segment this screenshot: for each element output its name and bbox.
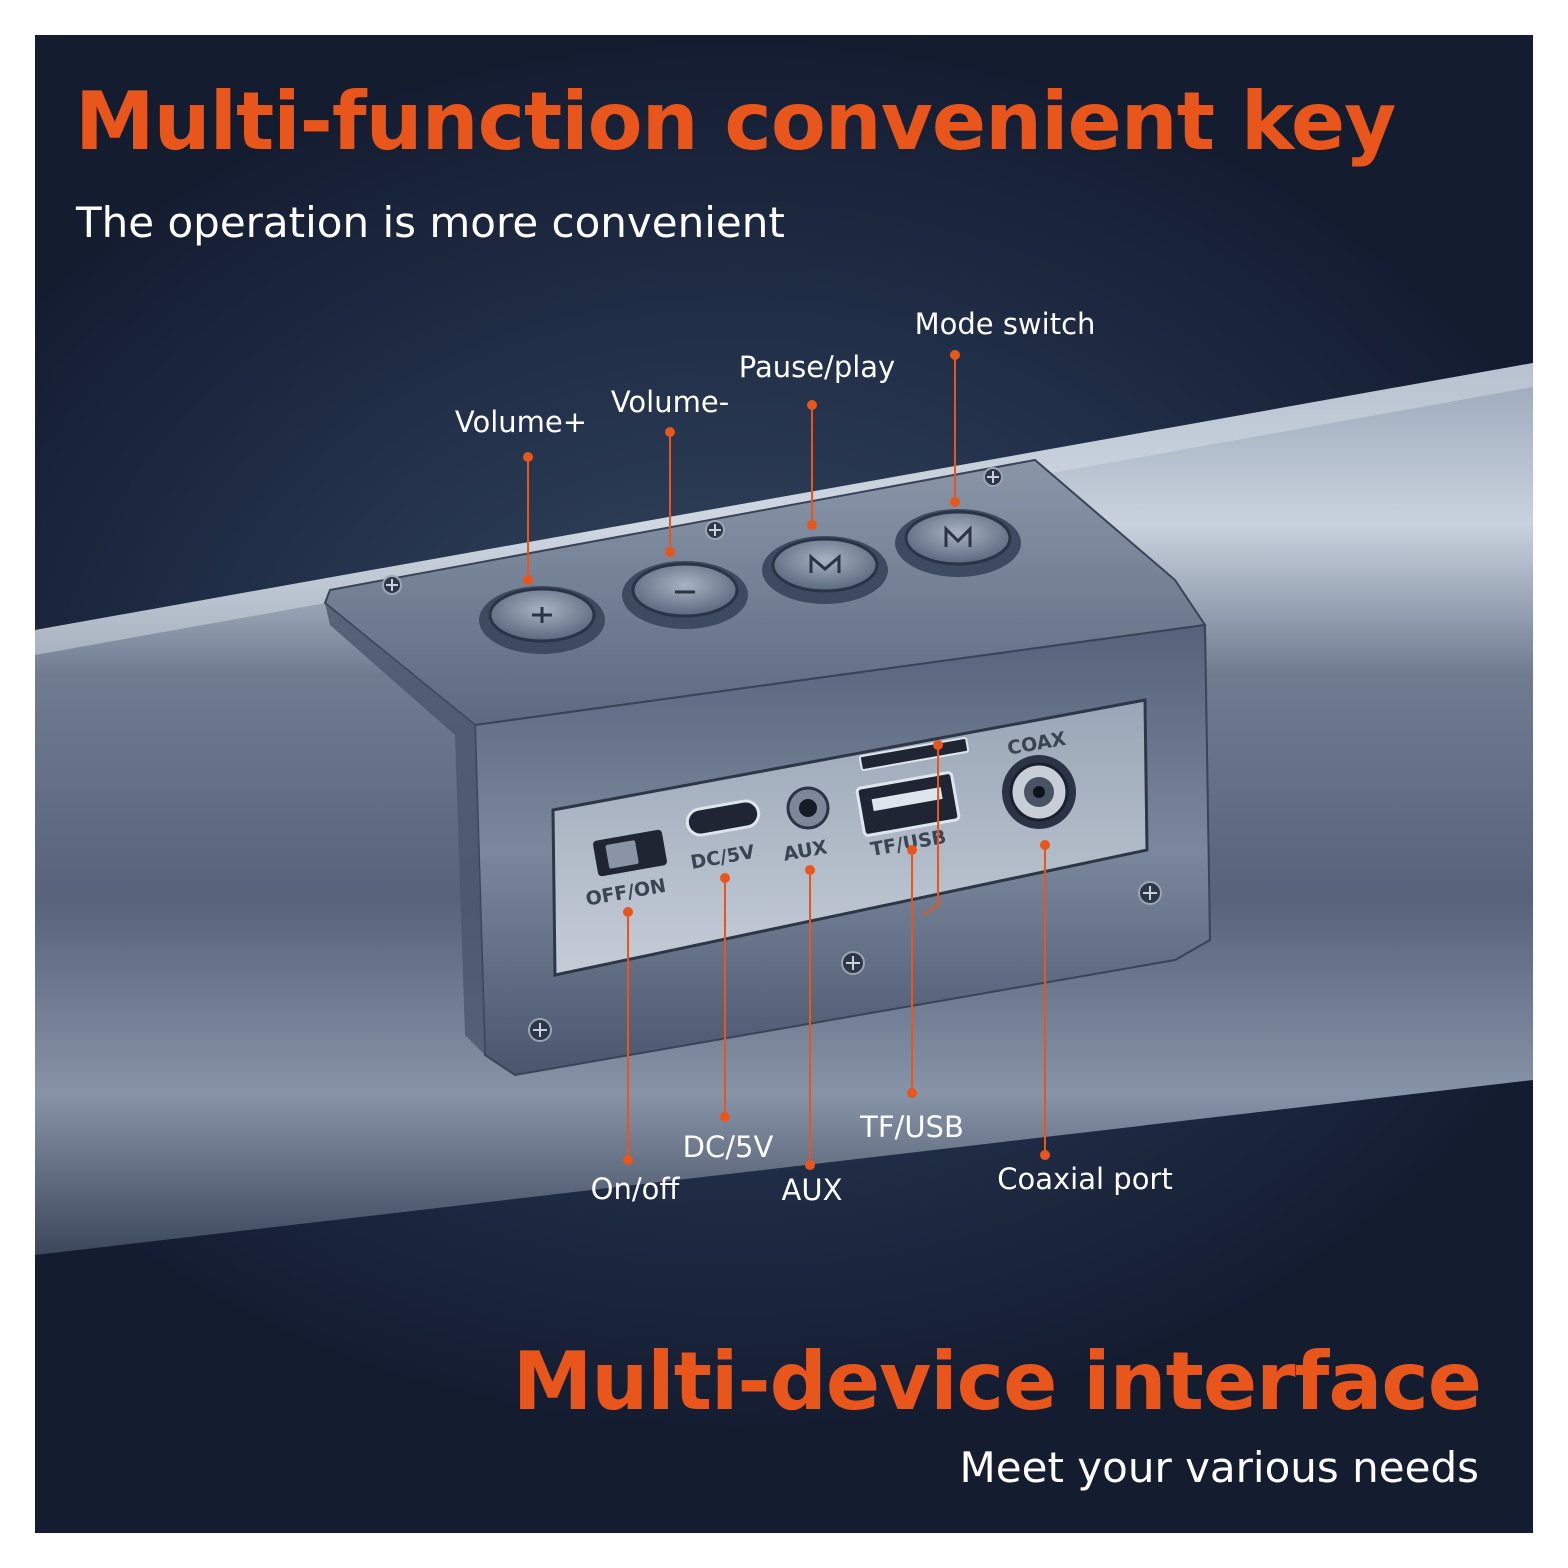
port-recess <box>551 698 1149 977</box>
power-switch[interactable] <box>592 829 667 877</box>
top-headline: Multi-function convenient key <box>75 75 1396 168</box>
play-pause-icon <box>809 553 841 573</box>
product-panel: OFF/ON DC/5V AUX TF/USB COAX <box>35 35 1533 1533</box>
bottom-headline: Multi-device interface <box>512 1335 1482 1428</box>
mode-icon <box>944 525 972 547</box>
pause-play-label: Pause/play <box>738 350 896 384</box>
volume-down-label: Volume- <box>610 385 730 419</box>
volume-down-button[interactable] <box>622 561 748 629</box>
aux-port[interactable] <box>786 786 830 830</box>
volume-up-button[interactable] <box>479 586 605 654</box>
coaxial-port[interactable] <box>1002 755 1076 829</box>
pause-play-button[interactable] <box>762 536 888 604</box>
soundbar-illustration: OFF/ON DC/5V AUX TF/USB COAX <box>35 350 1533 1255</box>
mode-switch-label: Mode switch <box>914 307 1096 341</box>
usb-port[interactable] <box>855 771 961 837</box>
aux-label: AUX <box>781 1173 843 1207</box>
tf-usb-label: TF/USB <box>860 1110 964 1144</box>
on-off-label: On/off <box>590 1172 680 1206</box>
volume-up-label: Volume+ <box>454 405 588 439</box>
usb-c-port[interactable] <box>685 799 761 837</box>
mode-switch-button[interactable] <box>895 509 1021 577</box>
top-subline: The operation is more convenient <box>76 198 785 247</box>
coaxial-port-label: Coaxial port <box>997 1162 1173 1196</box>
plus-icon <box>532 607 552 623</box>
bottom-subline: Meet your various needs <box>959 1443 1479 1492</box>
dc-5v-label: DC/5V <box>682 1130 774 1164</box>
